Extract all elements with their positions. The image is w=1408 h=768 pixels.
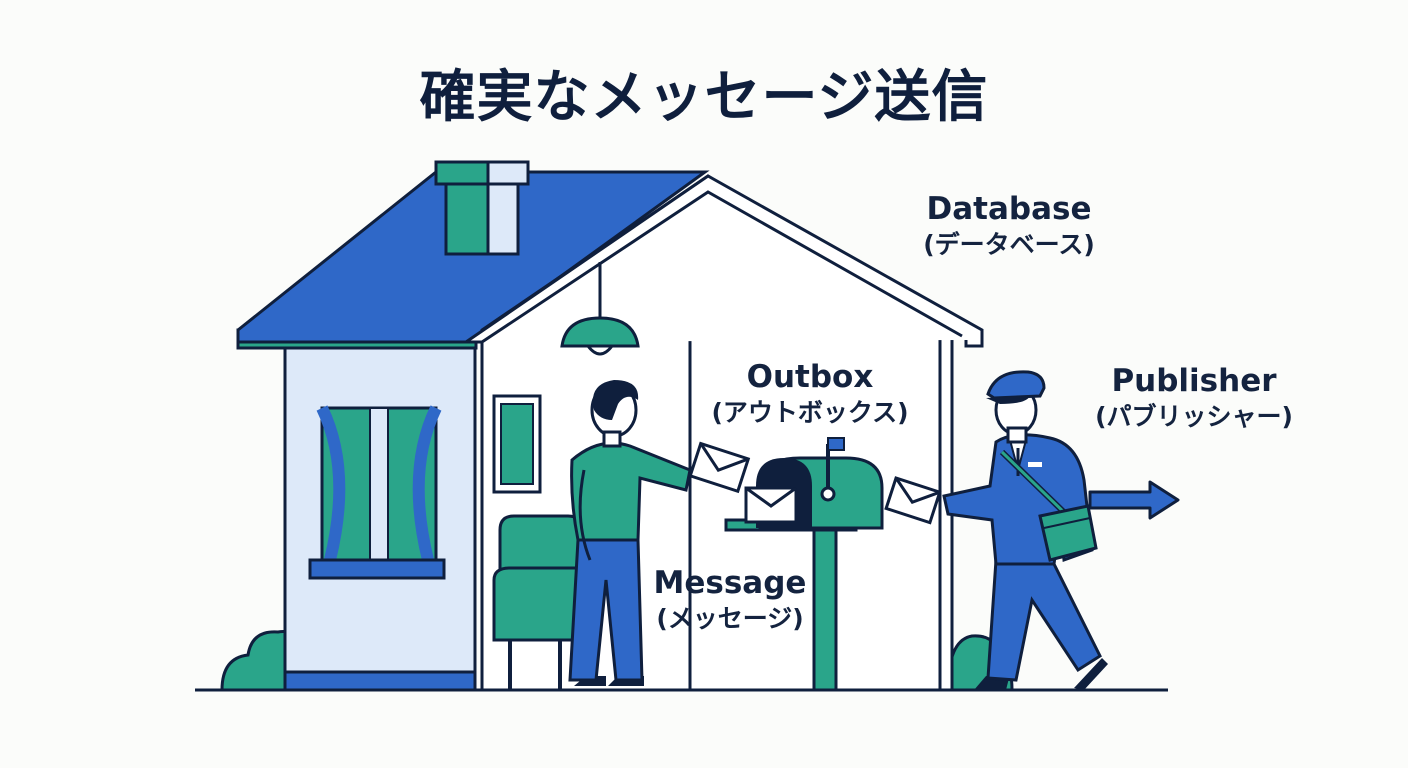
house-base-strip	[283, 670, 477, 692]
publisher-label-en: Publisher	[1111, 363, 1277, 399]
outbox-label-ja: (アウトボックス)	[711, 397, 909, 427]
lamp-icon	[560, 262, 640, 356]
message-label-ja: (メッセージ)	[656, 603, 804, 633]
window-icon	[308, 405, 446, 580]
outbox-label-en: Outbox	[746, 359, 874, 395]
database-label: Database (データベース)	[904, 190, 1114, 260]
page-title: 確実なメッセージ送信	[419, 65, 989, 130]
mailbag-icon	[1038, 504, 1098, 562]
publisher-label-ja: (パブリッシャー)	[1095, 401, 1293, 431]
chimney-icon	[434, 160, 530, 256]
message-label: Message (メッセージ)	[640, 564, 820, 634]
message-label-en: Message	[653, 565, 807, 601]
house-side-wall	[283, 346, 477, 692]
picture-frame-icon	[492, 394, 542, 494]
mailbox-icon	[724, 437, 884, 692]
postman-envelope-icon	[884, 476, 942, 525]
database-label-en: Database	[926, 191, 1092, 227]
publisher-label: Publisher (パブリッシャー)	[1074, 362, 1314, 432]
outbox-label: Outbox (アウトボックス)	[700, 358, 920, 428]
person-icon	[568, 380, 692, 686]
arrow-right-icon	[1088, 480, 1180, 520]
database-label-ja: (データベース)	[923, 229, 1095, 259]
envelope-icon	[688, 441, 751, 494]
